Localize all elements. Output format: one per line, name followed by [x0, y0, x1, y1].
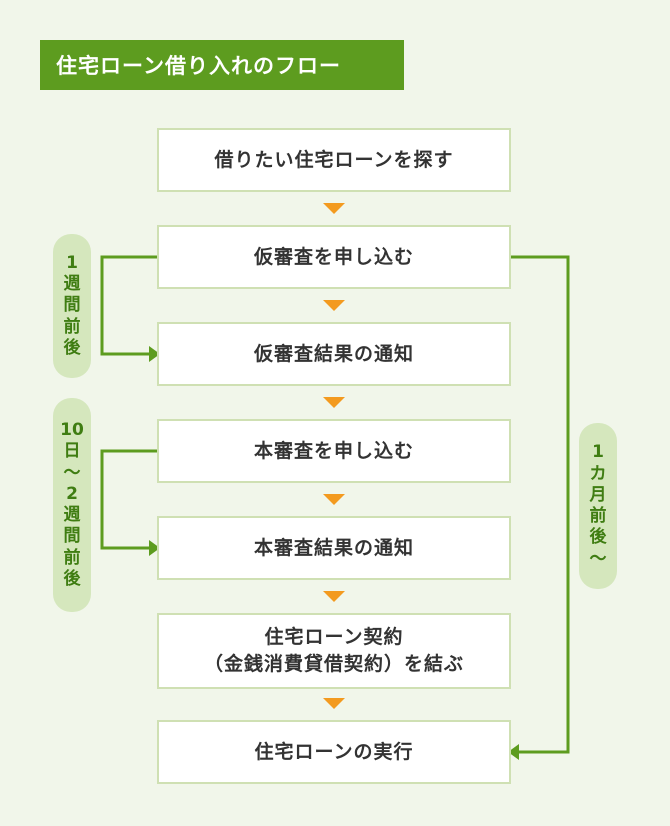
main-review-connector — [100, 449, 157, 550]
duration-char: 月 — [589, 484, 607, 505]
step-pre-review-result: 仮審査結果の通知 — [157, 322, 511, 386]
duration-char: 後 — [63, 337, 81, 358]
duration-char: 週 — [63, 505, 81, 525]
main-review-arrowhead — [149, 540, 160, 556]
step-sign-contract: 住宅ローン契約 （金銭消費貸借契約）を結ぶ — [157, 613, 511, 689]
step-label: 本審査を申し込む — [253, 439, 414, 462]
step-loan-execution: 住宅ローンの実行 — [157, 720, 511, 784]
step-label: 本審査結果の通知 — [253, 536, 414, 559]
step-label: 仮審査を申し込む — [253, 245, 414, 268]
duration-char: カ — [589, 463, 607, 484]
step-label: 仮審査結果の通知 — [253, 342, 414, 365]
step-label-line1: 住宅ローン契約 — [264, 626, 404, 649]
duration-char: 1 — [66, 252, 78, 273]
pre-review-arrowhead — [149, 346, 160, 362]
duration-char: 日 — [63, 441, 81, 462]
duration-char: 10 — [60, 420, 84, 440]
duration-char: ～ — [589, 548, 607, 569]
duration-char: 後 — [63, 568, 81, 589]
pre-review-duration-pill: 1 週 間 前 後 — [53, 234, 91, 378]
overall-connector — [511, 255, 570, 754]
step-label-line2: （金銭消費貸借契約）を結ぶ — [203, 653, 464, 675]
step-apply-main-review: 本審査を申し込む — [157, 419, 511, 483]
step-label: 住宅ローンの実行 — [254, 740, 414, 763]
duration-char: 間 — [63, 526, 81, 547]
duration-char: 間 — [63, 295, 81, 316]
duration-char: 後 — [589, 527, 607, 548]
down-arrow-icon — [323, 203, 345, 214]
down-arrow-icon — [323, 591, 345, 602]
step-search-loan: 借りたい住宅ローンを探す — [157, 128, 511, 192]
duration-char: 前 — [63, 547, 81, 568]
pre-review-connector — [100, 255, 157, 356]
down-arrow-icon — [323, 300, 345, 311]
down-arrow-icon — [323, 397, 345, 408]
down-arrow-icon — [323, 698, 345, 709]
duration-char: 2 — [66, 483, 78, 504]
overall-duration-pill: 1 カ 月 前 後 ～ — [579, 423, 617, 589]
duration-char: ～ — [63, 462, 81, 483]
duration-char: 週 — [63, 274, 81, 295]
duration-char: 前 — [589, 506, 607, 526]
step-label: 借りたい住宅ローンを探す — [214, 148, 454, 171]
step-main-review-result: 本審査結果の通知 — [157, 516, 511, 580]
step-apply-pre-review: 仮審査を申し込む — [157, 225, 511, 289]
main-review-duration-pill: 10 日 ～ 2 週 間 前 後 — [53, 398, 91, 612]
duration-char: 前 — [63, 316, 81, 337]
duration-char: 1 — [592, 442, 604, 463]
down-arrow-icon — [323, 494, 345, 505]
overall-arrowhead — [508, 744, 519, 760]
page-title: 住宅ローン借り入れのフロー — [40, 40, 404, 90]
